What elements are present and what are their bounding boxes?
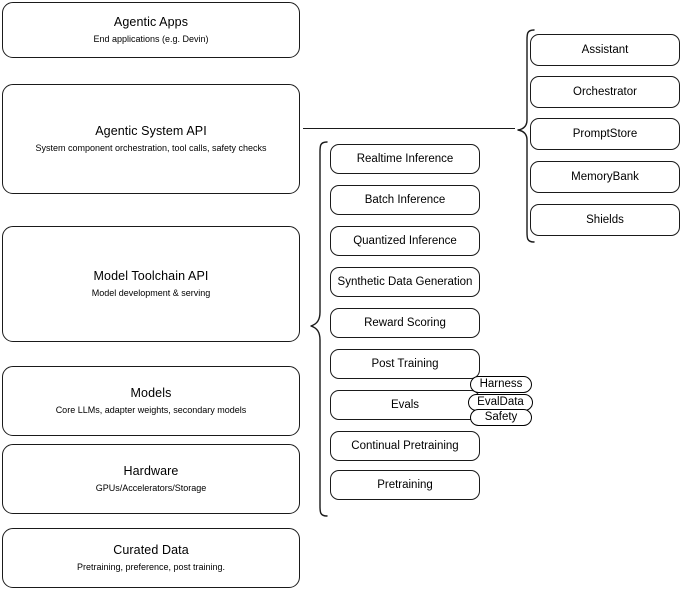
eval-tag-safety[interactable]: Safety — [470, 409, 532, 426]
toolchain-item-realtime-inference[interactable]: Realtime Inference — [330, 144, 480, 174]
system-item-memorybank[interactable]: MemoryBank — [530, 161, 680, 193]
layer-title: Agentic Apps — [113, 15, 189, 29]
item-label: PromptStore — [572, 128, 638, 140]
layer-subtitle: Core LLMs, adapter weights, secondary mo… — [55, 405, 247, 415]
item-label: Batch Inference — [364, 194, 446, 206]
toolchain-item-pretraining[interactable]: Pretraining — [330, 470, 480, 500]
toolchain-item-post-training[interactable]: Post Training — [330, 349, 480, 379]
item-label: Evals — [390, 399, 420, 411]
item-label: Quantized Inference — [353, 235, 457, 247]
toolchain-item-batch-inference[interactable]: Batch Inference — [330, 185, 480, 215]
layer-subtitle: System component orchestration, tool cal… — [35, 143, 267, 153]
layer-title: Model Toolchain API — [93, 269, 209, 283]
layer-subtitle: Model development & serving — [91, 288, 211, 298]
layer-box-agentic-apps[interactable]: Agentic Apps End applications (e.g. Devi… — [2, 2, 300, 58]
layer-box-curated-data[interactable]: Curated Data Pretraining, preference, po… — [2, 528, 300, 588]
toolchain-item-continual-pretraining[interactable]: Continual Pretraining — [330, 431, 480, 461]
toolchain-item-synthetic-data-generation[interactable]: Synthetic Data Generation — [330, 267, 480, 297]
layer-title: Curated Data — [113, 543, 189, 557]
item-label: Shields — [586, 214, 624, 226]
item-label: Realtime Inference — [356, 153, 454, 165]
system-item-orchestrator[interactable]: Orchestrator — [530, 76, 680, 108]
eval-tag-label: EvalData — [477, 396, 524, 408]
layer-subtitle: End applications (e.g. Devin) — [93, 34, 209, 44]
item-label: Post Training — [371, 358, 439, 370]
layer-title: Models — [130, 386, 172, 400]
connector-line-system-api — [303, 128, 515, 130]
item-label: Pretraining — [377, 479, 433, 491]
item-label: Reward Scoring — [364, 317, 446, 329]
item-label: Continual Pretraining — [351, 440, 459, 452]
brace-system-components — [512, 28, 536, 244]
system-item-shields[interactable]: Shields — [530, 204, 680, 236]
eval-tag-label: Harness — [479, 378, 523, 390]
layer-subtitle: GPUs/Accelerators/Storage — [95, 483, 207, 493]
layer-title: Agentic System API — [95, 124, 207, 138]
item-label: Orchestrator — [573, 86, 637, 98]
layer-title: Hardware — [123, 464, 179, 478]
system-item-assistant[interactable]: Assistant — [530, 34, 680, 66]
layer-subtitle: Pretraining, preference, post training. — [76, 562, 226, 572]
item-label: Synthetic Data Generation — [337, 276, 473, 288]
toolchain-item-reward-scoring[interactable]: Reward Scoring — [330, 308, 480, 338]
layer-box-hardware[interactable]: Hardware GPUs/Accelerators/Storage — [2, 444, 300, 514]
layer-box-agentic-system-api[interactable]: Agentic System API System component orch… — [2, 84, 300, 194]
toolchain-item-quantized-inference[interactable]: Quantized Inference — [330, 226, 480, 256]
system-item-promptstore[interactable]: PromptStore — [530, 118, 680, 150]
eval-tag-label: Safety — [484, 411, 518, 423]
item-label: MemoryBank — [571, 171, 639, 183]
layer-box-models[interactable]: Models Core LLMs, adapter weights, secon… — [2, 366, 300, 436]
eval-tag-harness[interactable]: Harness — [470, 376, 532, 393]
brace-toolchain — [303, 140, 329, 518]
item-label: Assistant — [581, 44, 629, 56]
toolchain-item-evals[interactable]: Evals — [330, 390, 480, 420]
layer-box-model-toolchain-api[interactable]: Model Toolchain API Model development & … — [2, 226, 300, 342]
